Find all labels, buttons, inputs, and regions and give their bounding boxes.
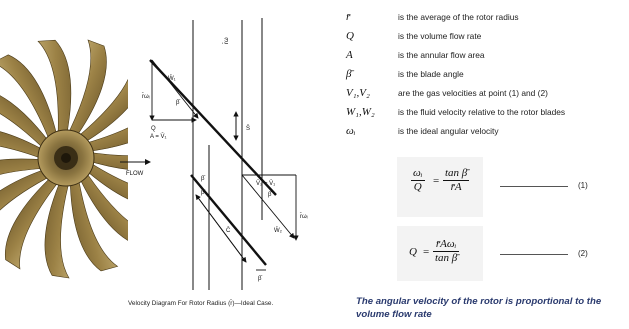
definition-symbol: ωᵢ (346, 124, 356, 137)
velocity-diagram-drawing: FLOW W̄₁ β̄ r̄ωᵢ Q A = V̄₁ r̄ω S̄ V̄₂ = … (120, 18, 308, 290)
equation-2-panel: Q = r̄Aωᵢ tan β̄ (397, 226, 483, 281)
eq2-leader-line (500, 254, 568, 255)
eq1-leader-line (500, 186, 568, 187)
proportionality-note: The angular velocity of the rotor is pro… (356, 296, 602, 320)
beta-label-a: β̄ (176, 100, 180, 106)
diagram-caption: Velocity Diagram For Rotor Radius (r̄)—I… (128, 300, 274, 307)
eq1-lhs-fraction: ωᵢ Q (411, 167, 425, 194)
beta-label-b: β̄ (268, 192, 272, 198)
eq2-number: (2) (578, 249, 588, 258)
eq1-number: (1) (578, 181, 588, 190)
definition-text: is the annular flow area (398, 49, 485, 60)
definition-symbol: W₁,W₂ (346, 105, 375, 118)
definition-text: is the blade angle (398, 68, 464, 79)
definition-text: is the average of the rotor radius (398, 11, 519, 22)
eq2-rhs-denominator: tan β̄ (435, 252, 458, 264)
velocity-diagram: FLOW W̄₁ β̄ r̄ωᵢ Q A = V̄₁ r̄ω S̄ V̄₂ = … (116, 0, 326, 329)
definition-text: is the volume flow rate (398, 30, 482, 41)
beta-label-e: β̄ (258, 276, 262, 282)
definition-row: W₁,W₂ is the fluid velocity relative to … (341, 102, 626, 121)
v2-eq-v1-label: V̄₂ = V̄₁ (256, 180, 275, 187)
eq1-lhs-denominator: Q (413, 181, 422, 193)
beta-label-c: β̄ (201, 176, 205, 182)
definition-symbol: r̄ (346, 10, 351, 23)
definition-row: ωᵢ is the ideal angular velocity (341, 121, 626, 140)
s-label: S̄ (246, 125, 250, 132)
definition-symbol: Q (346, 29, 354, 42)
eq2-rhs-numerator: r̄Aωᵢ (435, 238, 457, 250)
eq1-rhs-numerator: tan β̄ (445, 167, 468, 179)
definition-symbol: β̄ (346, 67, 352, 80)
fraction-bar (411, 180, 425, 181)
eq1-rhs-denominator: r̄A (450, 181, 462, 193)
definition-text: is the ideal angular velocity (398, 125, 499, 136)
equation-1-panel: ωᵢ Q = tan β̄ r̄A (397, 157, 483, 217)
symbol-definitions: r̄ is the average of the rotor radius Q … (341, 7, 626, 140)
w2-label: W̄₂ (274, 227, 283, 234)
definition-row: β̄ is the blade angle (341, 64, 626, 83)
eq2-rhs-fraction: r̄Aωᵢ tan β̄ (433, 238, 460, 265)
fraction-bar (443, 180, 470, 181)
eq1-lhs-numerator: ωᵢ (413, 167, 423, 179)
eq2-equals: = (423, 246, 430, 258)
rotor-impeller-image (0, 30, 186, 300)
eq1-equals: = (433, 175, 440, 187)
r-omega-top-label: r̄ω (223, 37, 230, 44)
definition-row: A is the annular flow area (341, 45, 626, 64)
definition-row: V₁,V₂ are the gas velocities at point (1… (341, 83, 626, 102)
definition-symbol: A (346, 48, 353, 61)
flow-label: FLOW (126, 171, 144, 177)
q-over-a-label: Q (151, 126, 156, 132)
beta-label-d: β̄ (201, 190, 205, 196)
definition-symbol: V₁,V₂ (346, 86, 370, 99)
fraction-bar (433, 251, 460, 252)
definition-row: r̄ is the average of the rotor radius (341, 7, 626, 26)
c-label: C̄ (226, 227, 231, 234)
r-omega-right-label: r̄ωᵢ (300, 213, 308, 220)
a-eq-v1-label: A = V̄₁ (150, 133, 167, 140)
r-omega-left-label: r̄ωᵢ (142, 93, 150, 100)
rotor-impeller-icon (0, 39, 186, 279)
definition-text: is the fluid velocity relative to the ro… (398, 106, 566, 117)
eq1-rhs-fraction: tan β̄ r̄A (443, 167, 470, 194)
w1-label: W̄₁ (168, 75, 176, 82)
definition-row: Q is the volume flow rate (341, 26, 626, 45)
eq2-lhs: Q (409, 246, 417, 258)
definition-text: are the gas velocities at point (1) and … (398, 87, 548, 98)
